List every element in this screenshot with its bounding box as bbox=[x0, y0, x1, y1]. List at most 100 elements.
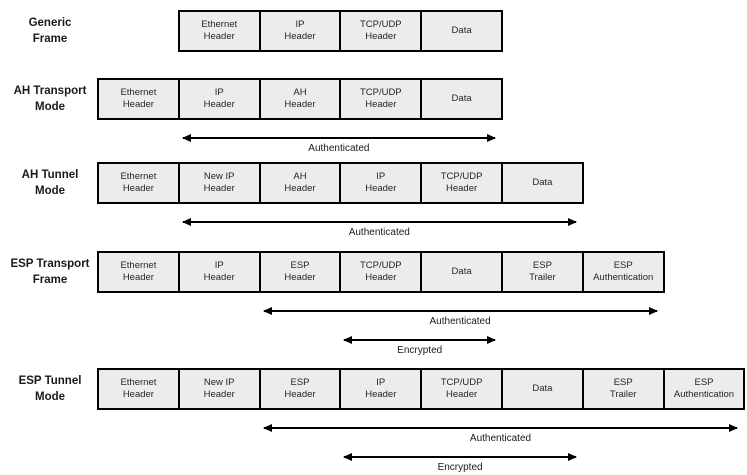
frame-box-label: ESP bbox=[613, 260, 633, 271]
row-label-line: Mode bbox=[34, 391, 66, 403]
row-label-line: Frame bbox=[32, 274, 68, 286]
frame-box-label: Header bbox=[365, 272, 397, 283]
frame-box-label: TCP/UDP bbox=[359, 19, 402, 30]
frame-box-label: TCP/UDP bbox=[440, 377, 483, 388]
frame-box-label: Trailer bbox=[609, 389, 637, 400]
row-label-line: ESP Tunnel bbox=[18, 375, 82, 387]
frame-box-label: Header bbox=[122, 183, 154, 194]
frame-box-label: AH bbox=[293, 87, 307, 98]
frame-box-label: IP bbox=[214, 260, 224, 271]
frame-box-label: Header bbox=[203, 99, 235, 110]
encrypted-span-arrow bbox=[343, 336, 496, 344]
frame-box-label: Data bbox=[451, 266, 472, 277]
row-label-line: Mode bbox=[34, 185, 66, 197]
frame-box-label: Header bbox=[365, 183, 397, 194]
frame-box: Data bbox=[420, 78, 503, 120]
row-label-line: Frame bbox=[32, 33, 68, 45]
frame-box-label: New IP bbox=[203, 171, 235, 182]
frame-box-label: Header bbox=[284, 183, 316, 194]
frame-box-label: Header bbox=[284, 31, 316, 42]
arrow-label: Authenticated bbox=[429, 316, 491, 327]
arrow-label: Encrypted bbox=[397, 345, 443, 356]
frame-box-label: Header bbox=[122, 272, 154, 283]
frame-box-label: Header bbox=[365, 31, 397, 42]
frame-box-label: ESP bbox=[532, 260, 552, 271]
frame-box-label: ESP bbox=[694, 377, 714, 388]
authenticated-span-arrow bbox=[181, 218, 577, 226]
frame-box: Data bbox=[420, 10, 503, 52]
frame-box-label: New IP bbox=[203, 377, 235, 388]
row-label-line: AH Transport bbox=[13, 85, 87, 97]
frame-box-label: Data bbox=[532, 177, 553, 188]
arrow-label: Authenticated bbox=[469, 433, 532, 444]
authenticated-span-arrow bbox=[262, 424, 739, 432]
frame-box-label: Header bbox=[365, 389, 397, 400]
frame-box-label: Header bbox=[284, 99, 316, 110]
authenticated-span-arrow bbox=[262, 307, 658, 315]
frame-box-label: Header bbox=[365, 99, 397, 110]
frame-box-label: Header bbox=[446, 389, 478, 400]
frame-box-label: Authentication bbox=[593, 272, 654, 283]
frame-box-label: Data bbox=[532, 383, 553, 394]
frame-box-label: Ethernet bbox=[120, 377, 157, 388]
frame-box-label: ESP bbox=[290, 377, 310, 388]
frame-box-label: TCP/UDP bbox=[440, 171, 483, 182]
authenticated-span-arrow bbox=[181, 134, 497, 142]
frame-box-label: Authentication bbox=[673, 389, 735, 400]
frame-box-label: Header bbox=[203, 389, 235, 400]
frame-box-label: IP bbox=[376, 377, 386, 388]
frame-box-label: IP bbox=[295, 19, 305, 30]
frame-box-label: ESP bbox=[290, 260, 310, 271]
frame-box-label: Ethernet bbox=[201, 19, 238, 30]
frame-box-label: Trailer bbox=[529, 272, 556, 283]
arrow-label: Authenticated bbox=[308, 143, 370, 154]
frame-box-label: Header bbox=[284, 389, 316, 400]
frame-box-label: Ethernet bbox=[120, 171, 157, 182]
arrow-label: Encrypted bbox=[437, 462, 483, 473]
row-label-line: Mode bbox=[34, 101, 66, 113]
row-label-line: ESP Transport bbox=[10, 258, 90, 270]
frame-box-label: TCP/UDP bbox=[359, 260, 402, 271]
frame-box: Data bbox=[501, 368, 584, 410]
frame-box-label: AH bbox=[293, 171, 307, 182]
frame-box-label: Ethernet bbox=[120, 260, 157, 271]
frame-box-label: Header bbox=[122, 389, 154, 400]
frame-box-label: IP bbox=[214, 87, 224, 98]
frame-box-label: Data bbox=[451, 93, 472, 104]
frame-box-label: Header bbox=[203, 183, 235, 194]
row-label-line: AH Tunnel bbox=[21, 169, 79, 181]
frame-box-label: Header bbox=[122, 99, 154, 110]
frame-box: Data bbox=[501, 162, 584, 204]
frame-box-label: TCP/UDP bbox=[359, 87, 402, 98]
frame-box-label: Ethernet bbox=[120, 87, 157, 98]
frame-box-label: ESP bbox=[613, 377, 633, 388]
frame-box-label: IP bbox=[376, 171, 386, 182]
